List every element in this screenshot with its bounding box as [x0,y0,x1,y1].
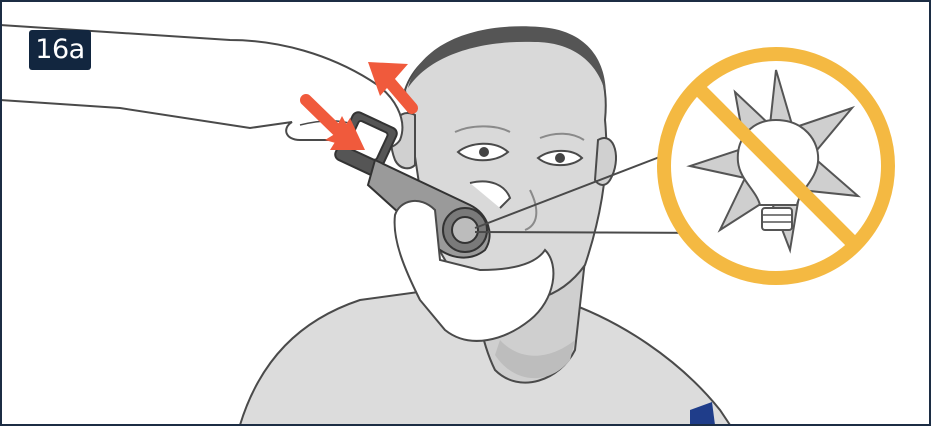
prohibition-icon [658,48,894,284]
step-label: 16a [29,30,91,70]
